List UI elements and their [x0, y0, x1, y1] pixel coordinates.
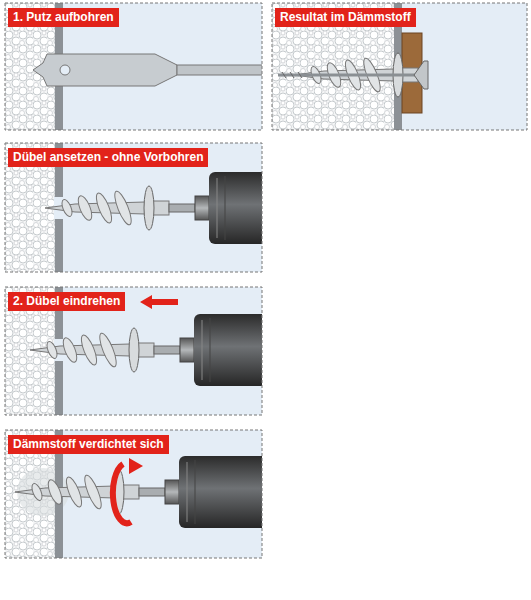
step-banner: Resultat im Dämmstoff: [275, 8, 416, 27]
step-label: 2. Dübel eindrehen: [13, 294, 120, 308]
step-banner: 2. Dübel eindrehen: [8, 292, 125, 311]
step-label: Dämmstoff verdichtet sich: [13, 437, 164, 451]
step-label: Dübel ansetzen - ohne Vorbohren: [13, 150, 203, 164]
step-banner: Dübel ansetzen - ohne Vorbohren: [8, 148, 208, 167]
step-label: 1. Putz aufbohren: [13, 10, 114, 24]
step-banner: 1. Putz aufbohren: [8, 8, 119, 27]
step-banner: Dämmstoff verdichtet sich: [8, 435, 169, 454]
step-label: Resultat im Dämmstoff: [280, 10, 411, 24]
